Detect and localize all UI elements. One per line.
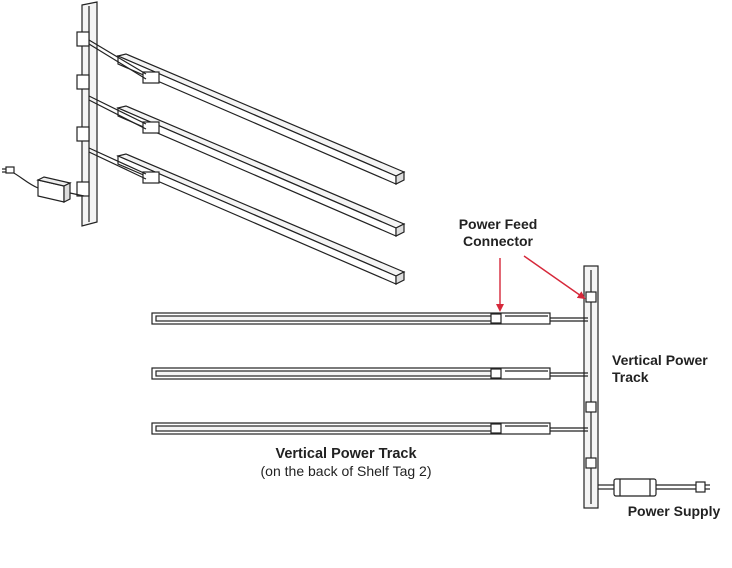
isometric-assembly <box>2 1 406 285</box>
label-power-feed-connector: Power Feed Connector <box>458 216 538 249</box>
arrow-to-vertical-track <box>523 255 586 300</box>
label-vertical-power-track-note: (on the back of Shelf Tag 2) <box>260 463 432 479</box>
iso-shelf-track-2 <box>88 95 406 237</box>
front-shelf-track-2 <box>151 367 588 380</box>
iso-vertical-track <box>76 1 98 227</box>
iso-power-supply <box>2 166 85 203</box>
label-vertical-power-track-right: Vertical Power Track <box>612 352 708 385</box>
label-vertical-power-track-title: Vertical Power Track <box>275 446 417 462</box>
front-shelf-track-1 <box>151 312 588 325</box>
iso-shelf-track-3 <box>88 147 406 285</box>
front-shelf-track-3 <box>151 422 588 435</box>
iso-shelf-track-1 <box>88 39 406 185</box>
label-power-supply: Power Supply <box>627 503 721 519</box>
front-vertical-power-track <box>583 265 599 509</box>
front-power-supply <box>598 478 710 497</box>
label-vertical-power-track-bottom: Vertical Power Track (on the back of She… <box>230 446 462 480</box>
callout-arrows <box>496 255 586 312</box>
front-assembly <box>151 265 710 509</box>
